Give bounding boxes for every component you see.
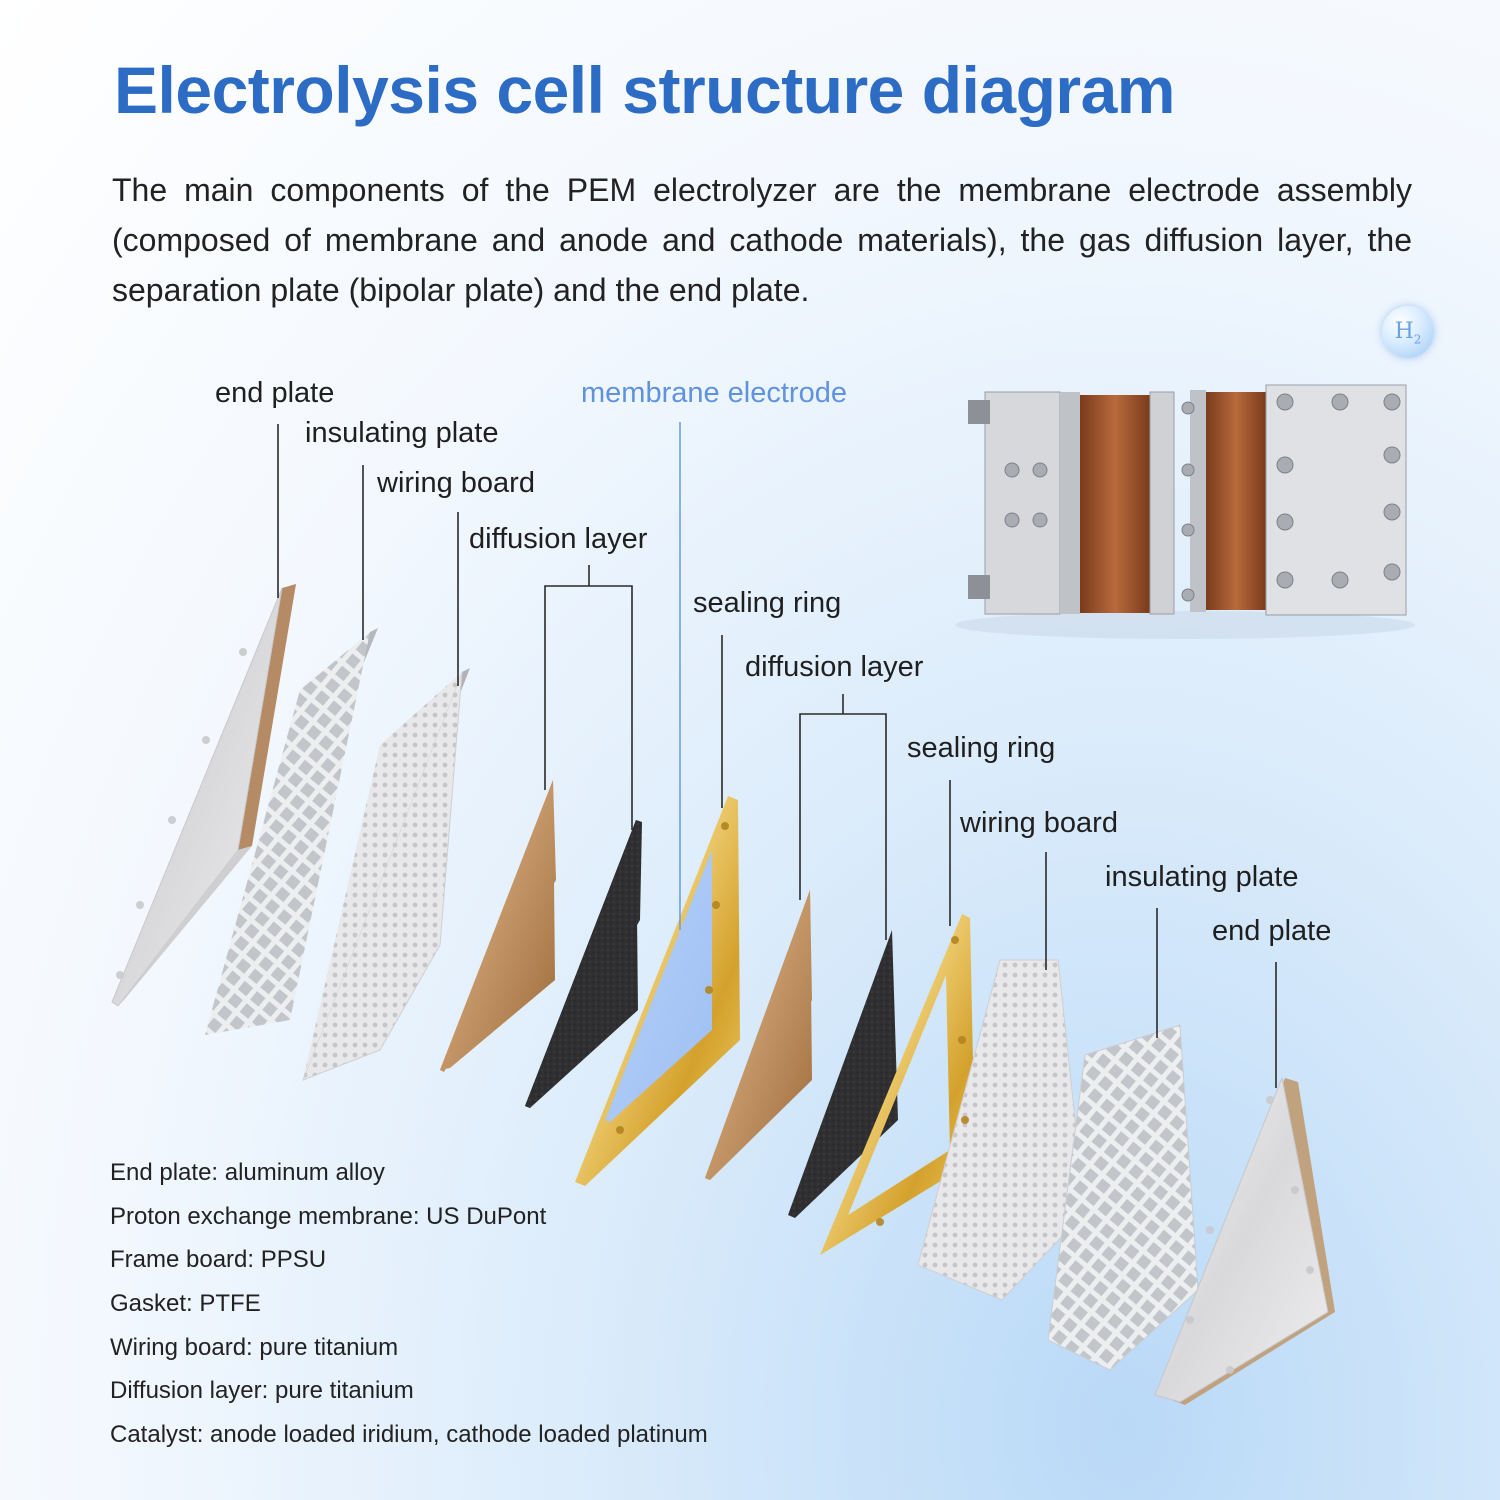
hydrogen-bubble-icon: H2 — [1382, 306, 1434, 358]
spec-item: Diffusion layer: pure titanium — [110, 1377, 414, 1405]
label-wiring-board-right: wiring board — [960, 807, 1118, 839]
label-diffusion-layer-right: diffusion layer — [745, 651, 924, 683]
label-end-plate-right: end plate — [1212, 915, 1332, 947]
spec-item: Proton exchange membrane: US DuPont — [110, 1202, 547, 1230]
end-plate-right — [1154, 1076, 1335, 1405]
spec-item: Frame board: PPSU — [110, 1246, 327, 1274]
label-insulating-plate-right: insulating plate — [1105, 861, 1299, 893]
material-spec-list: End plate: aluminum alloy Proton exchang… — [110, 1158, 708, 1464]
membrane-electrode — [605, 850, 712, 1122]
insulating-plate-left — [205, 628, 378, 1035]
sealing-ring-right — [820, 914, 975, 1255]
label-sealing-ring-right: sealing ring — [907, 732, 1056, 764]
label-sealing-ring-left: sealing ring — [693, 587, 842, 619]
page-title: Electrolysis cell structure diagram — [114, 53, 1175, 127]
wiring-board-left — [302, 668, 470, 1081]
spec-item: Gasket: PTFE — [110, 1290, 261, 1318]
leader-diffusion-left — [544, 585, 633, 830]
sealing-ring-left — [575, 796, 740, 1186]
spec-item: Catalyst: anode loaded iridium, cathode … — [110, 1421, 708, 1449]
label-diffusion-layer-left: diffusion layer — [469, 523, 648, 555]
wiring-board-right — [917, 959, 1086, 1301]
end-plate-left — [111, 584, 296, 1007]
spec-item: Wiring board: pure titanium — [110, 1333, 399, 1361]
insulating-plate-right — [1047, 1024, 1199, 1371]
spec-item: End plate: aluminum alloy — [110, 1159, 385, 1186]
label-insulating-plate-left: insulating plate — [305, 417, 499, 449]
label-membrane-electrode: membrane electrode — [581, 377, 847, 409]
assembled-electrolyzer-image — [955, 384, 1415, 639]
label-wiring-board-left: wiring board — [377, 467, 535, 499]
label-end-plate-left: end plate — [215, 377, 335, 409]
leader-diffusion-right — [799, 713, 887, 940]
intro-paragraph: The main components of the PEM electroly… — [112, 172, 1412, 308]
